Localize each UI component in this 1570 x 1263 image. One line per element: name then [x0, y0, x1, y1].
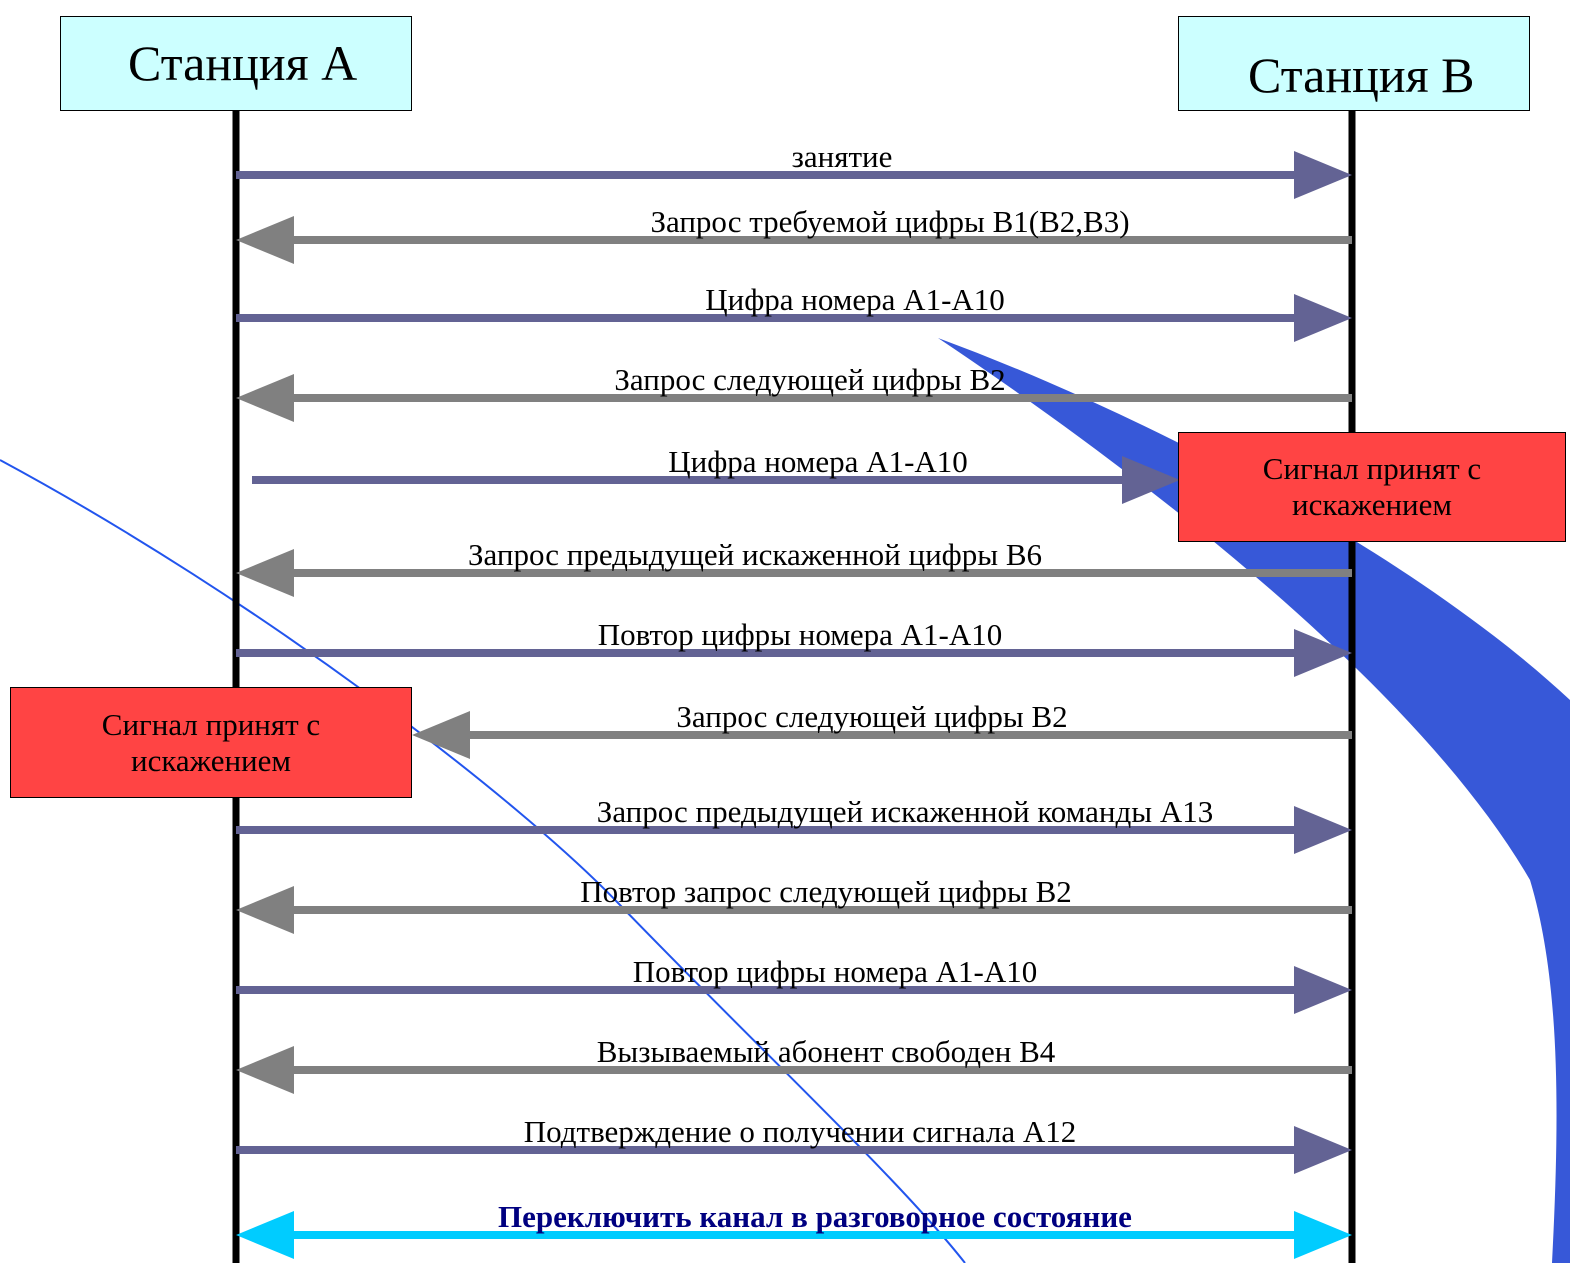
message-label-8: Запрос следующей цифры В2 — [676, 699, 1068, 734]
arrowhead-left-6 — [236, 549, 294, 597]
thin-blue-curve-decoration — [0, 459, 966, 1263]
station-a-label: Станция А — [128, 35, 358, 91]
message-label-11: Повтор цифры номера А1-А10 — [632, 954, 1038, 989]
note-right-line2: искажением — [1291, 487, 1453, 522]
note-left-line2: искажением — [130, 742, 292, 778]
arrowhead-right-5 — [1122, 456, 1180, 504]
arrowhead-left-12 — [236, 1046, 294, 1094]
message-label-9: Запрос предыдущей искаженной команды А13 — [596, 794, 1214, 829]
station-b-box — [1178, 16, 1530, 111]
distortion-note-right: Сигнал принят с искажением — [1178, 432, 1566, 542]
message-label-14: Переключить канал в разговорное состояни… — [498, 1199, 1132, 1234]
arrowhead-left-4 — [236, 374, 294, 422]
arrowhead-left-10 — [236, 886, 294, 934]
station-a-box — [60, 16, 412, 111]
station-b-label: Станция В — [1248, 47, 1475, 103]
note-right-line1: Сигнал принят с — [1262, 451, 1482, 487]
arrowhead-right-11 — [1294, 966, 1352, 1014]
arrowhead-left-14 — [236, 1211, 294, 1259]
arrowhead-right-9 — [1294, 806, 1352, 854]
message-label-3: Цифра номера А1-А10 — [705, 282, 1005, 317]
arrowhead-left-8 — [412, 711, 470, 759]
message-label-7: Повтор цифры номера А1-А10 — [597, 617, 1003, 652]
note-left-line1: Сигнал принят с — [101, 706, 321, 742]
message-label-10: Повтор запрос следующей цифры В2 — [580, 874, 1072, 909]
arrowhead-right-3 — [1294, 294, 1352, 342]
arrowhead-left-2 — [236, 216, 294, 264]
arrowhead-right-7 — [1294, 629, 1352, 677]
message-label-6: Запрос предыдущей искаженной цифры В6 — [467, 537, 1043, 572]
distortion-note-left: Сигнал принят с искажением — [10, 687, 412, 798]
message-label-13: Подтверждение о получении сигнала А12 — [523, 1114, 1077, 1149]
message-label-12: Вызываемый абонент свободен В4 — [596, 1034, 1056, 1069]
arrowhead-right-13 — [1294, 1126, 1352, 1174]
message-label-2: Запрос требуемой цифры В1(В2,В3) — [650, 204, 1130, 239]
arrowhead-right-1 — [1294, 151, 1352, 199]
message-label-4: Запрос следующей цифры В2 — [614, 362, 1006, 397]
arrowhead-right-14 — [1294, 1211, 1352, 1259]
message-label-1: занятие — [791, 139, 893, 174]
message-label-5: Цифра номера А1-А10 — [668, 444, 968, 479]
